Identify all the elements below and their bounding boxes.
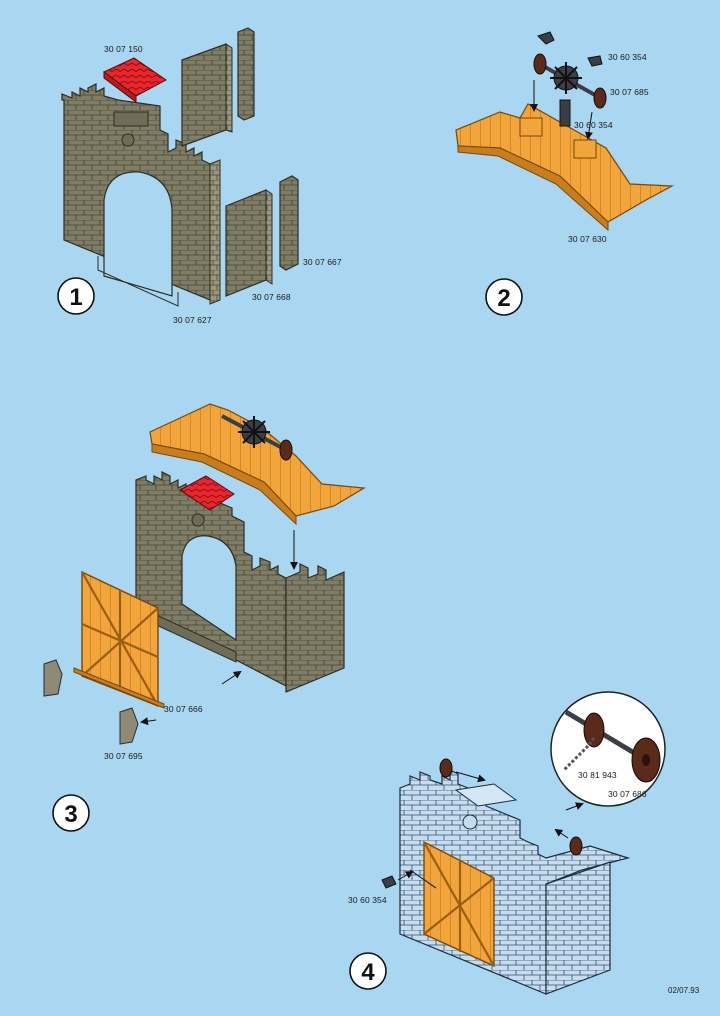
step-number: 4 — [361, 959, 375, 986]
part-number-label: 30 07 668 — [252, 292, 291, 302]
step-number-badge — [349, 952, 387, 990]
step-number: 1 — [69, 284, 82, 311]
drawbridge-winch-icon — [221, 414, 298, 570]
platform-icon — [455, 103, 675, 232]
step-2: 30 60 354 30 07 685 30 60 354 30 07 630 … — [455, 31, 675, 316]
part-number-label: 30 07 667 — [303, 257, 342, 267]
gate-door-icon — [73, 570, 165, 709]
drawbridge-winch-icon — [530, 31, 607, 140]
drawbridge-winch-icon — [381, 758, 584, 889]
gatehouse-wall-icon — [61, 83, 221, 307]
chain-wheel-icon — [550, 691, 666, 807]
step-number-badge — [57, 277, 95, 315]
part-number-label: 30 07 627 — [173, 315, 212, 325]
part-number-label: 30 60 354 — [574, 120, 613, 130]
document-code: 02/07.93 — [668, 986, 700, 995]
part-number-label: 30 07 666 — [164, 704, 203, 714]
gate-door-icon — [423, 840, 495, 968]
platform-icon — [149, 403, 366, 526]
part-number-label: 30 07 686 — [608, 789, 647, 799]
step-number: 3 — [64, 801, 77, 828]
part-number-label: 30 07 695 — [104, 751, 143, 761]
part-number-label: 30 60 354 — [608, 52, 647, 62]
step-1: 30 07 150 30 07 667 30 07 668 30 07 627 … — [57, 27, 342, 325]
step-number: 2 — [497, 285, 510, 312]
step-3: 30 07 666 30 07 695 3 — [43, 403, 366, 832]
gatehouse-wall-icon — [135, 471, 345, 693]
part-number-label: 30 07 685 — [610, 87, 649, 97]
step-4: 30 81 943 30 07 686 30 60 354 4 — [348, 691, 666, 995]
wall-panel-icon — [181, 27, 255, 147]
gate-hinge-icon — [43, 659, 157, 745]
part-number-label: 30 60 354 — [348, 895, 387, 905]
step-number-badge — [52, 794, 90, 832]
part-number-label: 30 81 943 — [578, 770, 617, 780]
part-number-label: 30 07 150 — [104, 44, 143, 54]
wall-panel-icon — [225, 175, 299, 297]
part-number-label: 30 07 630 — [568, 234, 607, 244]
step-number-badge — [485, 278, 523, 316]
roof-tile-icon — [103, 57, 167, 103]
